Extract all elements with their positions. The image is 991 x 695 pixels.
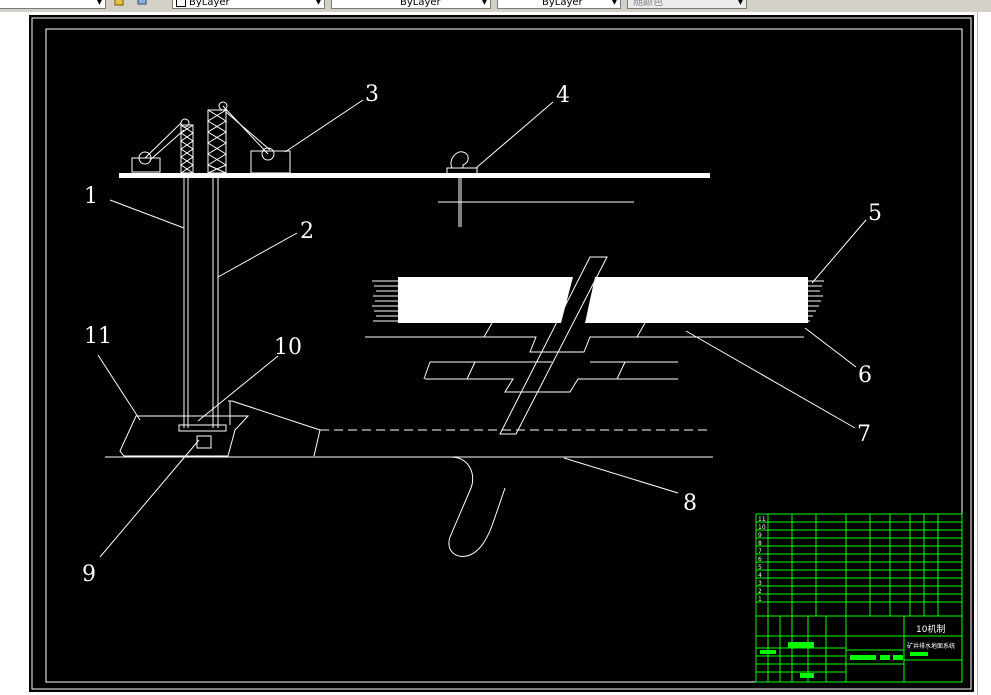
callout-6: 6	[858, 363, 872, 388]
outer-border	[31, 17, 972, 690]
row-number-1: 1	[758, 596, 762, 603]
title-block	[755, 513, 963, 683]
leader-lines	[97, 99, 867, 558]
hoist-winch-right	[222, 105, 291, 174]
drawing-title: 10机制	[916, 623, 945, 635]
row-number-7: 7	[758, 548, 762, 555]
title-block-text: 10机制 矿井排水地面系统 11 10 9 8 7 6 5 4 3 2 1	[758, 516, 955, 650]
surface-pump	[438, 151, 634, 227]
linetype-combo[interactable]: ByLayer ▼	[331, 0, 491, 9]
color-swatch-icon	[176, 0, 186, 7]
row-number-3: 3	[758, 580, 762, 587]
roadway-level-1	[365, 336, 804, 353]
inner-border	[45, 28, 963, 683]
drawing-name: 矿井排水地面系统	[907, 642, 955, 650]
properties-toolbar: ▼ ByLayer ▼ ByLayer ▼ ByLayer ▼ 随颜色 ▼	[0, 0, 991, 13]
water-sump	[448, 456, 506, 557]
seam-hatch-left	[372, 280, 398, 322]
layer-previous-icon[interactable]	[136, 0, 148, 8]
callout-labels: 1 2 3 4 5 6 7 8 9 10 11	[82, 82, 882, 587]
row-number-5: 5	[758, 564, 762, 571]
linetype-combo-value: ByLayer	[400, 0, 441, 8]
ramp	[231, 400, 321, 457]
ground-surface-line	[119, 173, 710, 178]
color-combo-value: ByLayer	[189, 0, 230, 8]
lineweight-combo[interactable]: ByLayer ▼	[497, 0, 621, 9]
inclined-shaft	[499, 256, 608, 435]
plot-style-combo-value: 随颜色	[633, 0, 663, 8]
headframe-left	[180, 118, 194, 174]
callout-4: 4	[556, 83, 570, 108]
chevron-down-icon: ▼	[611, 0, 618, 6]
callout-8: 8	[683, 491, 697, 516]
chevron-down-icon: ▼	[315, 0, 322, 6]
callout-2: 2	[300, 219, 314, 244]
row-number-4: 4	[758, 572, 762, 579]
callout-3: 3	[365, 82, 379, 107]
coal-seam-right	[585, 277, 808, 323]
row-number-8: 8	[758, 540, 762, 547]
roadway-level-2	[425, 378, 678, 393]
row-number-11: 11	[758, 516, 766, 523]
callout-1: 1	[84, 184, 98, 209]
mine-drainage-diagram	[97, 99, 867, 558]
layer-icon[interactable]	[114, 0, 126, 8]
coal-seam	[398, 277, 573, 323]
paper-background	[29, 15, 974, 692]
headframe-right	[206, 101, 228, 174]
roadway-level-1-lower	[430, 322, 646, 363]
row-number-2: 2	[758, 588, 762, 595]
vertical-scrollbar[interactable]	[977, 12, 991, 695]
chevron-down-icon: ▼	[96, 0, 103, 6]
lineweight-combo-value: ByLayer	[542, 0, 583, 8]
callout-10: 10	[274, 335, 302, 360]
plot-style-combo[interactable]: 随颜色 ▼	[627, 0, 747, 9]
row-number-10: 10	[758, 524, 766, 531]
seam-hatch-right	[808, 280, 824, 322]
callout-5: 5	[868, 201, 882, 226]
row-number-6: 6	[758, 556, 762, 563]
callout-11: 11	[84, 324, 112, 349]
chevron-down-icon: ▼	[737, 0, 744, 6]
chevron-down-icon: ▼	[481, 0, 488, 6]
hoist-winch-left	[131, 122, 185, 173]
roadway-level-2-upper	[423, 361, 678, 380]
callout-9: 9	[82, 562, 96, 587]
color-combo[interactable]: ByLayer ▼	[172, 0, 325, 9]
layer-state-combo[interactable]: ▼	[0, 0, 106, 9]
row-number-9: 9	[758, 532, 762, 539]
callout-7: 7	[857, 422, 871, 447]
